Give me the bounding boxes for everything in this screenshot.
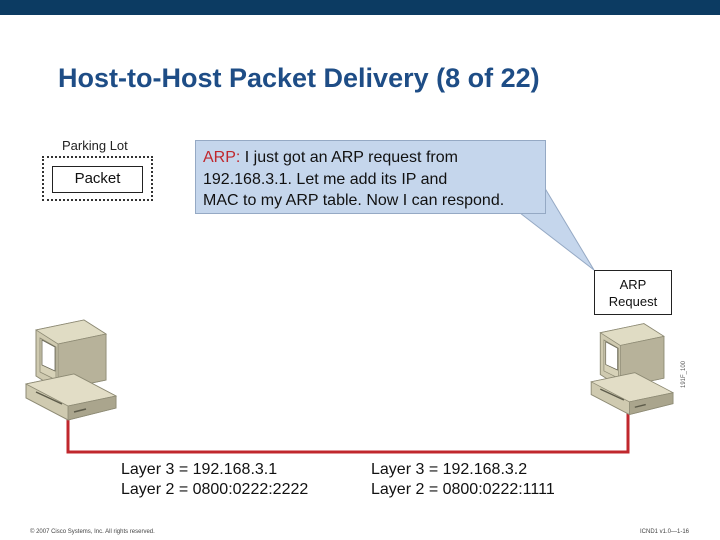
top-bar (0, 0, 720, 15)
figure-id-mark: 191F_100 (681, 360, 687, 388)
slide-title: Host-to-Host Packet Delivery (8 of 22) (58, 63, 540, 93)
left-host-layer2: Layer 2 = 0800:0222:2222 (121, 481, 309, 498)
right-host-computer-icon (590, 323, 675, 416)
arp-request-line-1: ARP (619, 277, 647, 292)
packet-box: Packet (52, 166, 143, 193)
arp-callout: ARP: I just got an ARP request from 192.… (195, 140, 546, 214)
callout-line-1-text: I just got an ARP request from (240, 149, 458, 166)
arp-request-box: ARP Request (594, 270, 672, 315)
right-host-addresses: Layer 3 = 192.168.3.2 Layer 2 = 0800:022… (371, 460, 555, 500)
footer-course-id: ICND1 v1.0—1-16 (640, 529, 690, 535)
left-host-layer3: Layer 3 = 192.168.3.1 (121, 461, 278, 478)
left-host-addresses: Layer 3 = 192.168.3.1 Layer 2 = 0800:022… (121, 460, 308, 500)
right-host-layer3: Layer 3 = 192.168.3.2 (371, 461, 528, 478)
callout-prefix: ARP: (203, 149, 241, 166)
left-host-computer-icon (24, 319, 118, 421)
arp-request-line-2: Request (608, 294, 658, 309)
right-host-layer2: Layer 2 = 0800:0222:1111 (371, 481, 555, 498)
footer-copyright: © 2007 Cisco Systems, Inc. All rights re… (30, 529, 155, 535)
callout-line-3: MAC to my ARP table. Now I can respond. (203, 192, 505, 209)
callout-line-1: ARP: I just got an ARP request from (203, 147, 545, 169)
callout-line-2: 192.168.3.1. Let me add its IP and (203, 170, 448, 188)
parking-lot-label: Parking Lot (62, 138, 128, 153)
